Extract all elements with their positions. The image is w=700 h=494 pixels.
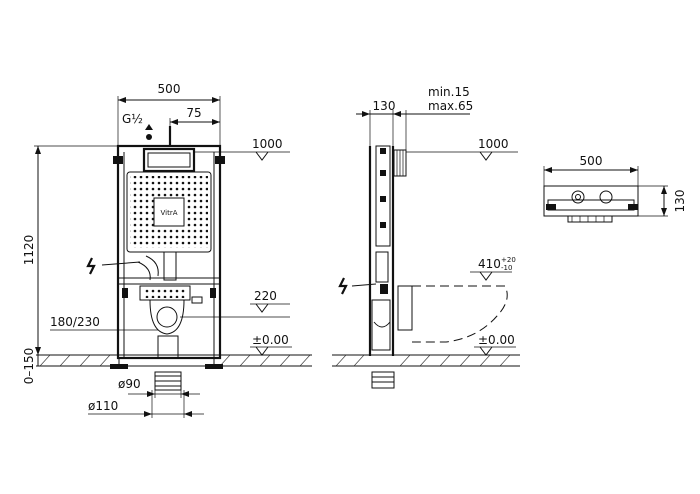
dim-drain-range: 180/230 [50, 315, 158, 331]
drain-pipe [137, 251, 203, 391]
side-dim-depth-label: 130 [373, 99, 396, 113]
dim-drain-range-label: 180/230 [50, 315, 100, 329]
side-dim-wall-max: max.65 [428, 99, 473, 113]
level-zero: ±0.00 [250, 333, 292, 356]
side-level-1000: 1000 [406, 137, 518, 161]
side-level-zero: ±0.00 [474, 333, 516, 356]
top-dim-width-label: 500 [580, 154, 603, 168]
dim-pipe-large-label: ø110 [88, 399, 118, 413]
side-view: 130 min.15 max.65 1000 410 +20 -10 ±0. [332, 85, 520, 389]
level-1000: 1000 [194, 137, 290, 161]
side-level-410: 410 +20 -10 [470, 256, 516, 281]
side-level-410-label: 410 [478, 257, 501, 271]
flush-plate [142, 147, 196, 173]
dim-offset: 75 [169, 106, 220, 126]
front-floor [36, 354, 312, 367]
side-dim-wall: min.15 max.65 [405, 85, 473, 150]
side-level-410-plus: +20 [501, 256, 516, 264]
level-1000-label: 1000 [252, 137, 283, 151]
dim-width-label: 500 [158, 82, 181, 96]
toilet-bowl-outline [412, 285, 508, 343]
dim-floor-range: 0–150 [22, 348, 39, 385]
dim-offset-label: 75 [186, 106, 201, 120]
cistern-tank: VitrA [126, 171, 212, 253]
water-valve-icon [145, 124, 172, 146]
side-level-1000-label: 1000 [478, 137, 509, 151]
dim-pipe-small-label: ø90 [118, 377, 141, 391]
dim-height-label: 1120 [22, 235, 36, 266]
dim-width: 500 [117, 82, 221, 146]
dim-pipe-large: ø110 [88, 390, 204, 418]
level-zero-label: ±0.00 [252, 333, 289, 347]
dim-pipe-small: ø90 [118, 372, 200, 398]
pipe-thread-label: G½ [122, 112, 143, 126]
side-floor [332, 354, 520, 367]
side-dim-wall-min: min.15 [428, 85, 470, 99]
top-view: 500 130 [543, 154, 687, 223]
electric-symbol-icon [86, 257, 141, 275]
side-frame [368, 145, 413, 389]
top-dim-depth-label: 130 [673, 190, 687, 213]
side-level-zero-label: ±0.00 [478, 333, 515, 347]
front-view: VitrA [22, 82, 312, 418]
side-level-410-minus: -10 [501, 264, 512, 272]
plate-brand: VitrA [161, 209, 178, 217]
top-dim-width: 500 [543, 154, 639, 186]
top-dim-depth: 130 [638, 185, 687, 217]
level-220-label: 220 [254, 289, 277, 303]
side-electric-icon [338, 277, 377, 295]
dim-floor-range-label: 0–150 [22, 348, 36, 385]
side-dim-depth: 130 [356, 99, 406, 146]
dim-height: 1120 [22, 145, 118, 355]
level-220: 220 [180, 289, 290, 318]
